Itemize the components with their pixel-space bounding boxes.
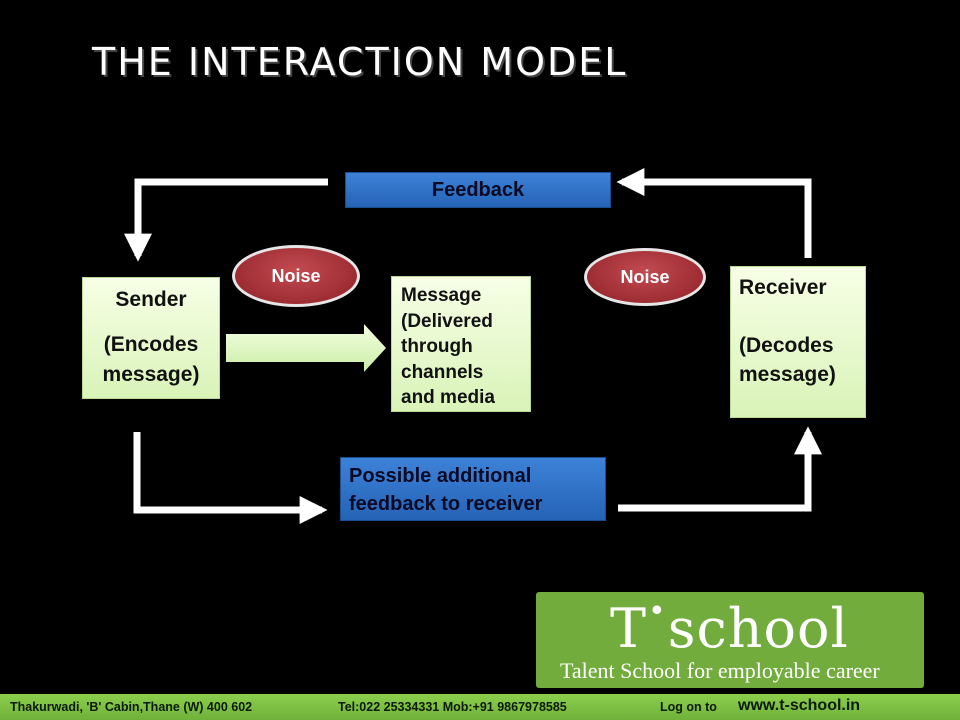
brand-tagline: Talent School for employable career <box>560 658 880 683</box>
tschool-logo: T•school <box>610 594 849 660</box>
slide-title: THE INTERACTION MODEL <box>92 40 628 84</box>
message-line: channels <box>401 361 484 383</box>
receiver-desc-line2: message) <box>739 363 836 386</box>
message-line: through <box>401 336 473 357</box>
message-flow-arrow <box>226 324 386 372</box>
footer-address: Thakurwadi, 'B' Cabin,Thane (W) 400 602 <box>10 700 253 714</box>
additional-feedback-line1: Possible additional <box>349 465 532 487</box>
footer-bar: Thakurwadi, 'B' Cabin,Thane (W) 400 602 … <box>0 694 960 720</box>
receiver-name: Receiver <box>739 276 827 299</box>
footer-website-link[interactable]: www.t-school.in <box>738 697 861 714</box>
additional-feedback-arrow-left <box>133 432 328 524</box>
sender-desc-line2: message) <box>102 363 200 386</box>
feedback-arrow-left <box>124 178 328 262</box>
feedback-box: Feedback <box>345 172 611 208</box>
sender-desc-line1: (Encodes <box>103 333 199 356</box>
noise-ellipse-left: Noise <box>232 245 360 307</box>
message-box: Message (Delivered through channels and … <box>391 276 531 412</box>
additional-feedback-arrow-right <box>618 426 822 512</box>
logo-school: school <box>667 597 849 660</box>
additional-feedback-line2: feedback to receiver <box>349 493 543 515</box>
additional-feedback-box: Possible additional feedback to receiver <box>340 457 606 521</box>
receiver-desc-line1: (Decodes <box>739 334 834 357</box>
message-line: Message <box>401 285 482 306</box>
logo-t: T <box>610 597 648 660</box>
message-line: and media <box>401 387 495 408</box>
logo-dot: • <box>648 594 667 629</box>
footer-logon-label: Log on to <box>660 700 717 714</box>
sender-box: Sender (Encodes message) <box>82 277 220 399</box>
brand-panel <box>536 592 924 688</box>
noise-ellipse-right: Noise <box>584 248 706 306</box>
message-line: (Delivered <box>401 310 493 332</box>
receiver-box: Receiver (Decodes message) <box>730 266 866 418</box>
sender-name: Sender <box>115 288 187 311</box>
footer-phone: Tel:022 25334331 Mob:+91 9867978585 <box>338 700 567 714</box>
feedback-arrow-right <box>616 168 812 258</box>
